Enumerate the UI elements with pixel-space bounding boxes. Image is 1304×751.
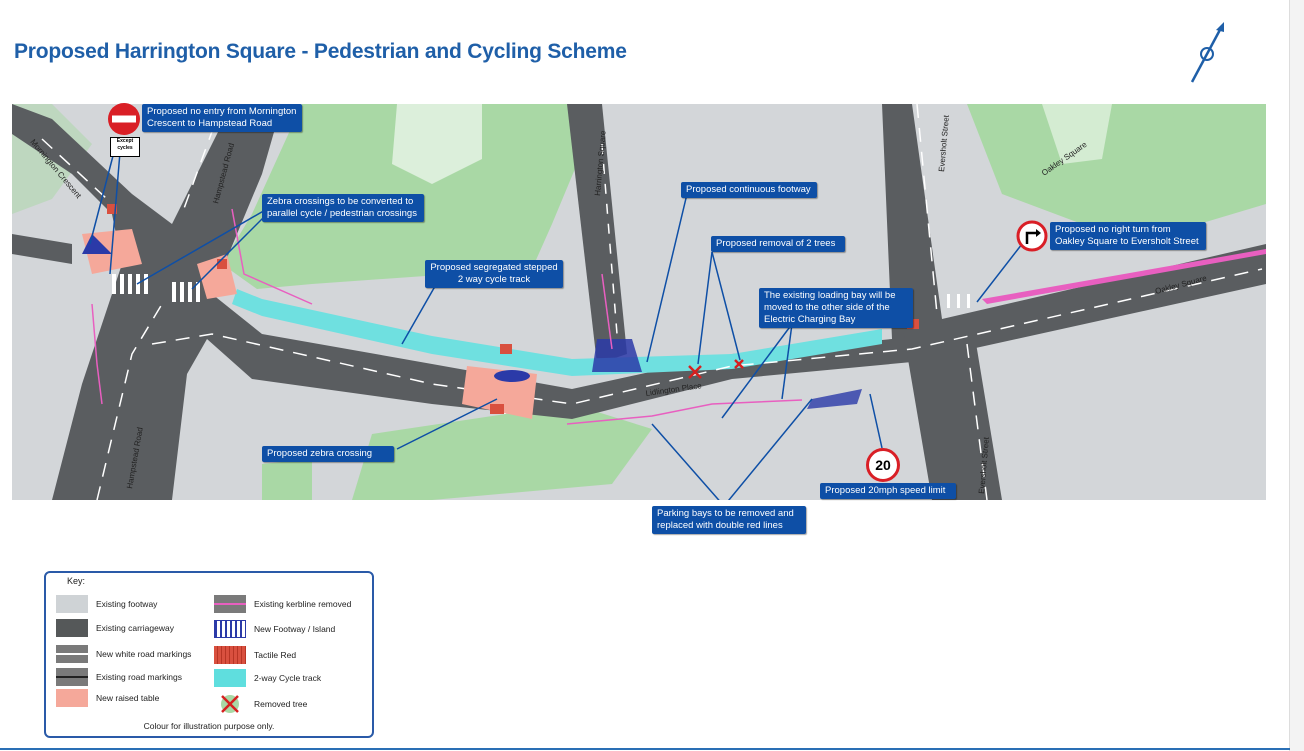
south-green [352, 404, 652, 500]
callout-zebra-crossing: Proposed zebra crossing [262, 446, 394, 462]
key-note: Colour for illustration purpose only. [143, 721, 275, 731]
callout-continuous-footway: Proposed continuous footway [681, 182, 817, 198]
callout-loading-bay: The existing loading bay will be moved t… [759, 288, 913, 328]
existing-footway-swatch [56, 595, 88, 613]
callout-speed-limit: Proposed 20mph speed limit [820, 483, 956, 499]
new-white-markings-swatch [56, 645, 88, 663]
callout-zebra-convert: Zebra crossings to be converted to paral… [262, 194, 424, 222]
new-footway-island [592, 339, 642, 372]
no-entry-sign-icon [108, 103, 140, 135]
raised-table-swatch [56, 689, 88, 707]
eversholt-south [902, 319, 1002, 500]
scheme-map: Mornington Crescent Hampstead Road Hamps… [12, 104, 1266, 500]
harrington-square-road [567, 104, 627, 364]
key-title: Key: [67, 576, 86, 586]
existing-road-markings-swatch [56, 668, 88, 686]
existing-carriageway-swatch [56, 619, 88, 637]
callout-segregated-track: Proposed segregated stepped 2 way cycle … [425, 260, 563, 288]
callout-parking-bays: Parking bays to be removed and replaced … [652, 506, 806, 534]
callout-no-right-turn: Proposed no right turn from Oakley Squar… [1050, 222, 1206, 250]
north-arrow-icon [1190, 22, 1224, 83]
bottom-divider [0, 748, 1290, 750]
callout-tree-removal: Proposed removal of 2 trees [711, 236, 845, 252]
removed-tree-swatch [221, 695, 239, 713]
leader-lines [89, 151, 1023, 500]
tactile-red [107, 204, 919, 414]
cycle-track-swatch [214, 669, 246, 687]
scrollbar[interactable] [1289, 0, 1304, 751]
no-right-turn-sign-icon [1016, 220, 1048, 252]
kerbline-removed-swatch [214, 595, 246, 613]
callout-no-entry: Proposed no entry from Mornington Cresce… [142, 104, 302, 132]
removed-tree-icon [688, 359, 744, 379]
page-title: Proposed Harrington Square - Pedestrian … [14, 40, 627, 63]
except-cycles-plate: Except cycles [110, 137, 140, 157]
map-key: Key: Existing footway Existing carriagew… [44, 571, 374, 738]
carriageway [12, 104, 1266, 500]
new-footway-swatch [214, 620, 246, 638]
tactile-red-swatch [214, 646, 246, 664]
cycle-track [232, 289, 882, 376]
speed-limit-sign: 20 [866, 448, 900, 482]
